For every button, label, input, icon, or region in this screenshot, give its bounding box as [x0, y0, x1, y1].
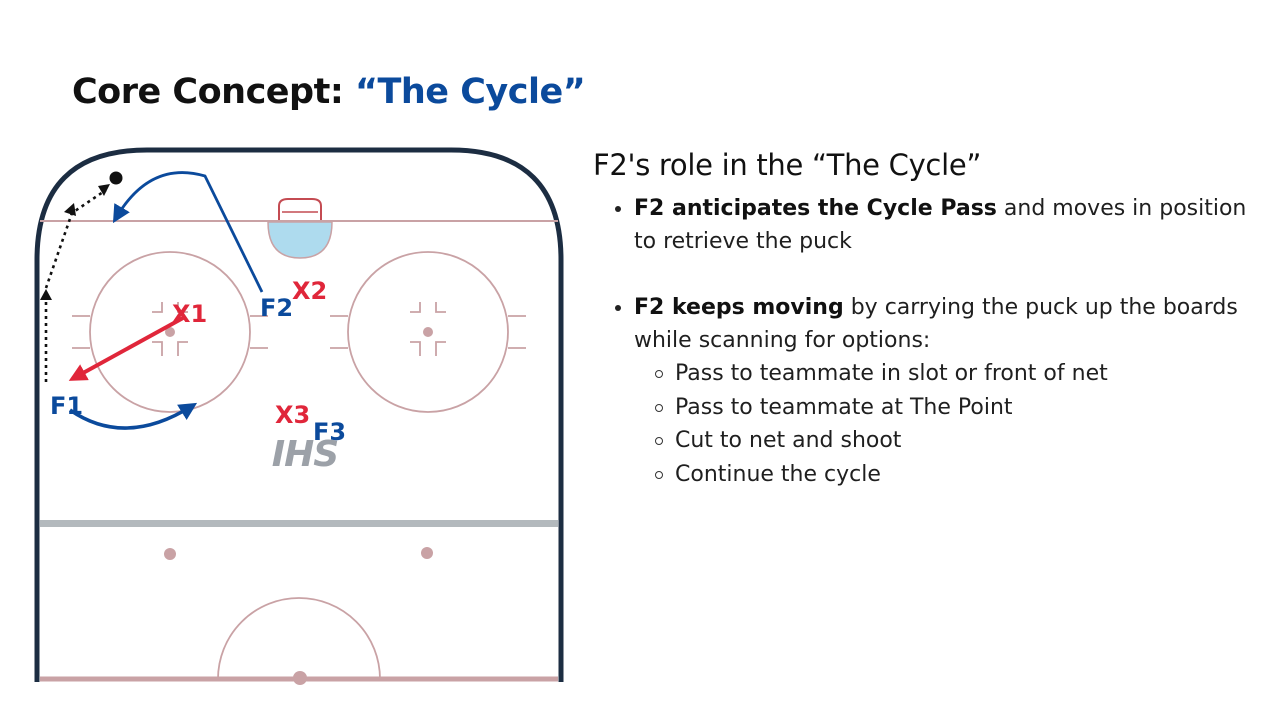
center-dot: [293, 671, 307, 685]
f2-skate-arrow: [112, 171, 264, 293]
player-f3: F3: [313, 418, 346, 446]
player-x2: X2: [292, 277, 327, 305]
option-item: Continue the cycle: [634, 458, 1253, 492]
player-x3: X3: [275, 401, 310, 429]
right-faceoff-dot: [423, 327, 433, 337]
bullet-keeps-moving-text: by carrying the puck up the boards while…: [634, 295, 1238, 353]
bullet-list: F2 anticipates the Cycle Pass and moves …: [593, 192, 1253, 491]
slide-title: Core Concept: “The Cycle”: [72, 72, 586, 112]
title-prefix: Core Concept:: [72, 72, 356, 112]
ihs-logo: IHS: [272, 434, 338, 475]
cycle-pass-arrowhead-mid: [64, 203, 76, 216]
options-list: Pass to teammate in slot or front of net…: [634, 357, 1253, 491]
panel-heading: F2's role in the “The Cycle”: [593, 148, 982, 182]
left-faceoff-circle: [72, 251, 268, 413]
f1-skate-arrow: [69, 402, 198, 430]
cycle-pass-arrowhead-low: [40, 289, 52, 300]
rink-diagram: IHS X1 X2 X3 F1 F2 F3: [34, 147, 564, 685]
player-f2: F2: [260, 294, 293, 322]
bullet-keeps-moving-bold: F2 keeps moving: [634, 295, 844, 320]
player-f1: F1: [50, 392, 83, 420]
center-circle: [217, 597, 381, 680]
cycle-pass-arrowhead-top: [98, 184, 110, 196]
goal-crease: [267, 221, 333, 259]
left-faceoff-dot: [165, 327, 175, 337]
option-item: Pass to teammate at The Point: [634, 391, 1253, 425]
goal-net: [278, 198, 322, 220]
option-item: Pass to teammate in slot or front of net: [634, 357, 1253, 391]
bullet-anticipates: F2 anticipates the Cycle Pass and moves …: [593, 192, 1253, 258]
x1-pressure-arrow: [68, 316, 184, 381]
bullet-anticipates-text: and moves in position to retrieve the pu…: [634, 196, 1247, 254]
title-highlight: “The Cycle”: [355, 72, 586, 112]
bullet-keeps-moving: F2 keeps moving by carrying the puck up …: [593, 291, 1253, 491]
bullet-anticipates-bold: F2 anticipates the Cycle Pass: [634, 196, 997, 221]
player-x1: X1: [172, 300, 207, 328]
right-faceoff-circle: [330, 251, 526, 413]
explanation-panel: F2's role in the “The Cycle” F2 anticipa…: [593, 148, 1253, 524]
neutral-dot-left: [164, 548, 176, 560]
option-item: Cut to net and shoot: [634, 424, 1253, 458]
puck: [109, 171, 123, 185]
blue-line: [40, 520, 558, 527]
neutral-dot-right: [421, 547, 433, 559]
